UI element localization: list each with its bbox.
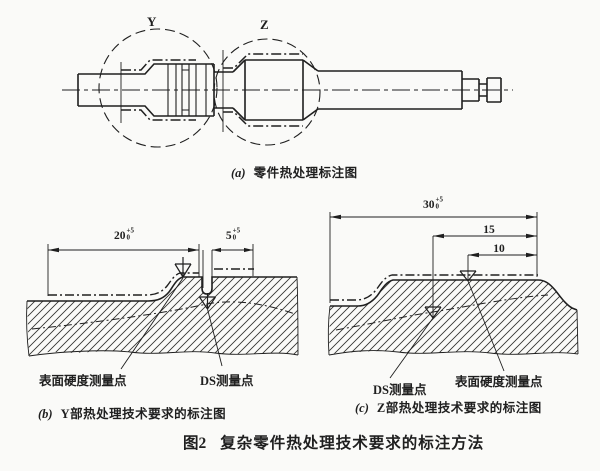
detail-b-hatching bbox=[27, 277, 298, 356]
detail-c-dimensions bbox=[329, 212, 538, 318]
detail-b-drawing bbox=[26, 244, 299, 370]
detail-circle-z bbox=[213, 38, 321, 146]
dim-10-label: 10 bbox=[493, 243, 505, 255]
label-surface-hardness-b: 表面硬度测量点 bbox=[39, 374, 127, 388]
shaft-drawing bbox=[62, 28, 513, 148]
detail-b-surface bbox=[27, 276, 297, 302]
label-ds-c: DS测量点 bbox=[373, 383, 427, 397]
label-surface-hardness-c: 表面硬度测量点 bbox=[455, 375, 543, 389]
detail-c-dim-arrows bbox=[330, 214, 537, 258]
dim-15-label: 15 bbox=[483, 224, 495, 236]
shaft-profile bbox=[77, 59, 502, 121]
hardening-zone-y-marking bbox=[120, 59, 196, 123]
label-ds-b: DS测量点 bbox=[200, 374, 254, 388]
caption-b-text: Y部热处理技术要求的标注图 bbox=[60, 407, 227, 421]
detail-b-break-edges bbox=[26, 276, 299, 357]
detail-c-leaders bbox=[389, 280, 505, 379]
detail-c-surface bbox=[330, 279, 578, 311]
ds-point-symbol-b bbox=[199, 293, 216, 310]
detail-b-leaders bbox=[120, 277, 223, 370]
caption-b: (b) Y部热处理技术要求的标注图 bbox=[38, 403, 226, 422]
caption-a: (a) 零件热处理标注图 bbox=[231, 162, 358, 181]
shaft-collar-grooves bbox=[167, 64, 207, 116]
detail-circle-y bbox=[98, 28, 218, 148]
figure-caption-title: 复杂零件热处理技术要求的标注方法 bbox=[220, 435, 485, 452]
ds-point-symbol-c bbox=[424, 306, 442, 319]
detail-c-drawing bbox=[327, 212, 579, 379]
caption-c: (c) Z部热处理技术要求的标注图 bbox=[355, 397, 542, 416]
detail-b-dim-arrows bbox=[48, 247, 253, 253]
caption-c-index: (c) bbox=[355, 401, 369, 415]
detail-b-depth-boundary bbox=[31, 301, 296, 330]
hardening-zone-z-marking bbox=[222, 50, 303, 132]
figure-caption-number: 图2 bbox=[183, 435, 207, 452]
caption-a-text: 零件热处理标注图 bbox=[253, 166, 358, 180]
detail-c-break-edges bbox=[327, 305, 579, 356]
caption-a-index: (a) bbox=[231, 166, 246, 180]
surface-hardness-point-symbol-c bbox=[459, 270, 477, 282]
figure-caption: 图2 复杂零件热处理技术要求的标注方法 bbox=[183, 431, 484, 453]
detail-b-zone-chains bbox=[48, 268, 254, 296]
caption-c-text: Z部热处理技术要求的标注图 bbox=[376, 401, 542, 415]
caption-b-index: (b) bbox=[38, 407, 53, 421]
detail-label-y: Y bbox=[147, 14, 157, 29]
detail-label-z: Z bbox=[260, 17, 269, 32]
surface-hardness-point-symbol-b bbox=[174, 257, 192, 278]
detail-c-hatching bbox=[329, 280, 578, 355]
